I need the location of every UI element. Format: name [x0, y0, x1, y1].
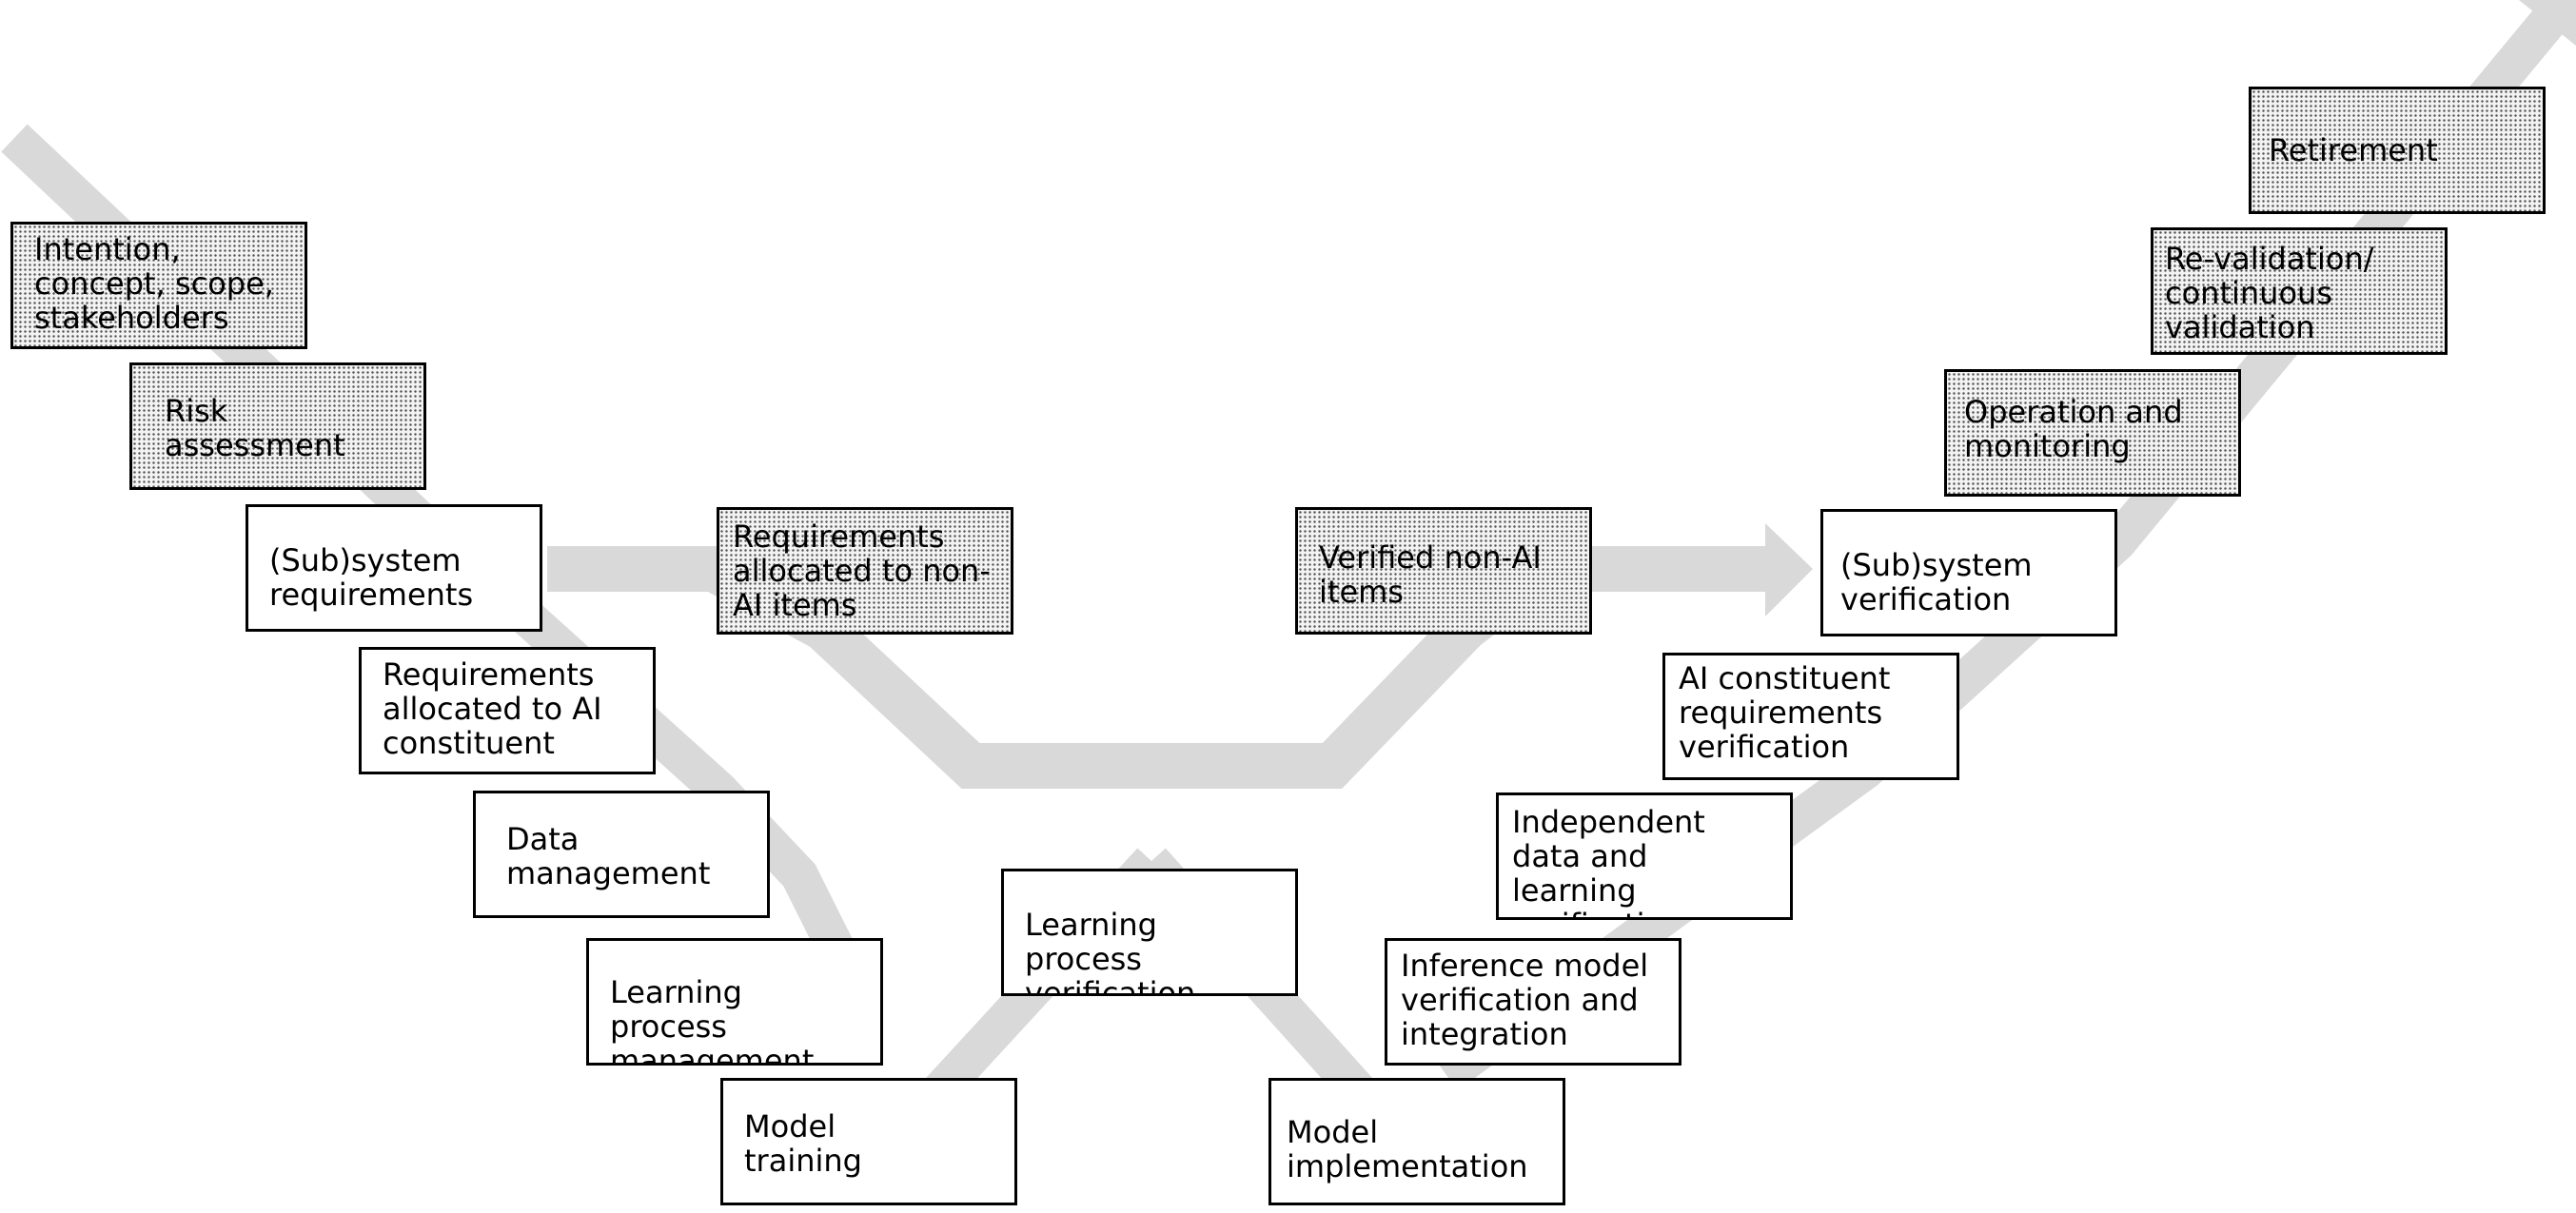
node-risk-assessment: Risk assessment	[129, 362, 426, 490]
node-revalidation: Re-validation/ continuous validation	[2151, 227, 2448, 355]
node-inference-verification: Inference model verification and integra…	[1385, 938, 1681, 1066]
node-data-management: Data management	[473, 791, 770, 918]
node-learning-verification: Learning process verification	[1001, 869, 1298, 996]
node-operation-monitoring: Operation and monitoring	[1944, 369, 2241, 497]
node-intention: Intention, concept, scope, stakeholders	[10, 222, 307, 349]
node-requirements-non-ai: Requirements allocated to non- AI items	[717, 507, 1013, 635]
non-ai-arrowhead	[1765, 523, 1813, 616]
node-subsystem-requirements: (Sub)system requirements	[246, 504, 542, 632]
node-model-training: Model training	[720, 1078, 1017, 1205]
node-learning-management: Learning process management	[586, 938, 883, 1066]
node-model-implementation: Model implementation	[1268, 1078, 1565, 1205]
node-independent-verification: Independent data and learning verificati…	[1496, 792, 1793, 920]
node-ai-constituent-verification: AI constituent requirements verification	[1662, 653, 1959, 780]
node-verified-non-ai: Verified non-AI items	[1295, 507, 1592, 635]
ascent-arrowhead	[2519, 0, 2576, 46]
node-requirements-ai: Requirements allocated to AI constituent	[359, 647, 656, 774]
node-subsystem-verification: (Sub)system verification	[1820, 509, 2117, 636]
node-retirement: Retirement	[2249, 87, 2546, 214]
